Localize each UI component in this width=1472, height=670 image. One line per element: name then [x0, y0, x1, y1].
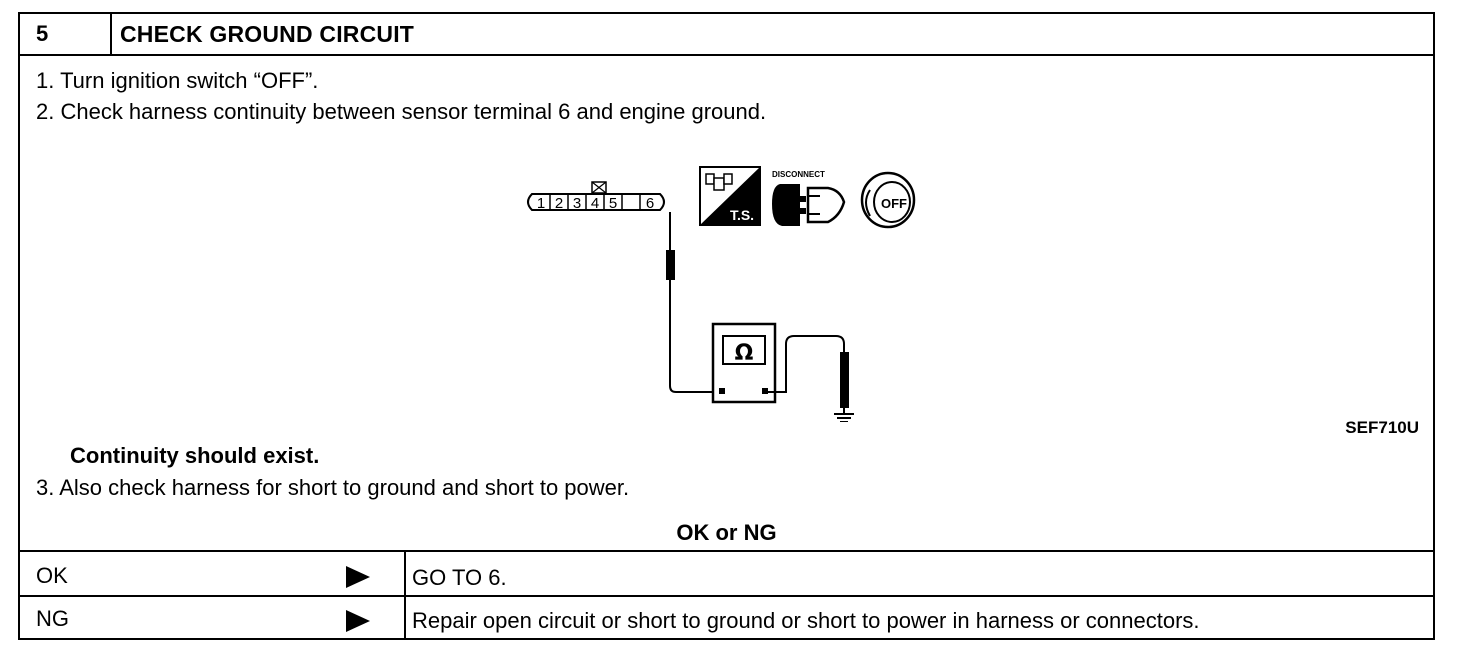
ohm-symbol: Ω	[735, 341, 754, 366]
decision-rule-middle	[20, 595, 1433, 597]
ok-result: GO TO 6.	[412, 565, 507, 590]
off-label: OFF	[881, 196, 907, 211]
ng-arrow-icon	[346, 610, 370, 632]
disconnect-label: DISCONNECT	[772, 170, 825, 179]
header-divider	[110, 14, 112, 54]
ground-symbol-icon	[834, 413, 854, 422]
ignition-key-off-icon: OFF	[860, 171, 916, 229]
instruction-step-2: 2. Check harness continuity between sens…	[36, 99, 767, 124]
connector-icon: 1 2 3 4 5 6	[527, 181, 665, 212]
terminal-label: 2	[555, 195, 563, 212]
terminal-label: 4	[591, 195, 599, 212]
continuity-check-diagram: 1 2 3 4 5 6 T.S. DISCONNECT	[527, 166, 916, 422]
ng-label: NG	[36, 606, 69, 631]
terminal-label: 6	[646, 195, 654, 212]
header-rule	[20, 54, 1433, 56]
inspection-procedure-table: 5 CHECK GROUND CIRCUIT 1. Turn ignition …	[18, 12, 1435, 640]
tester-ts-icon: T.S.	[699, 166, 761, 226]
instruction-step-3: 3. Also check harness for short to groun…	[36, 475, 630, 500]
probe-lead	[666, 212, 722, 393]
ng-result: Repair open circuit or short to ground o…	[412, 608, 1200, 633]
ok-arrow-icon	[346, 566, 370, 588]
instruction-step-1: 1. Turn ignition switch “OFF”.	[36, 68, 319, 93]
step-number: 5	[36, 21, 49, 46]
decision-rule-top	[20, 550, 1433, 552]
terminal-label: 3	[573, 195, 581, 212]
ts-label: T.S.	[730, 207, 754, 223]
terminal-label: 1	[537, 195, 545, 212]
step-title: CHECK GROUND CIRCUIT	[120, 21, 415, 47]
ok-ng-heading: OK or NG	[676, 520, 777, 545]
figure-code: SEF710U	[1345, 418, 1419, 437]
ok-label: OK	[36, 563, 68, 588]
continuity-requirement: Continuity should exist.	[70, 443, 320, 468]
disconnect-connector-icon: DISCONNECT	[772, 170, 846, 226]
ohmmeter-icon: Ω	[711, 322, 777, 404]
ground-lead	[768, 335, 849, 414]
terminal-label: 5	[609, 195, 617, 212]
